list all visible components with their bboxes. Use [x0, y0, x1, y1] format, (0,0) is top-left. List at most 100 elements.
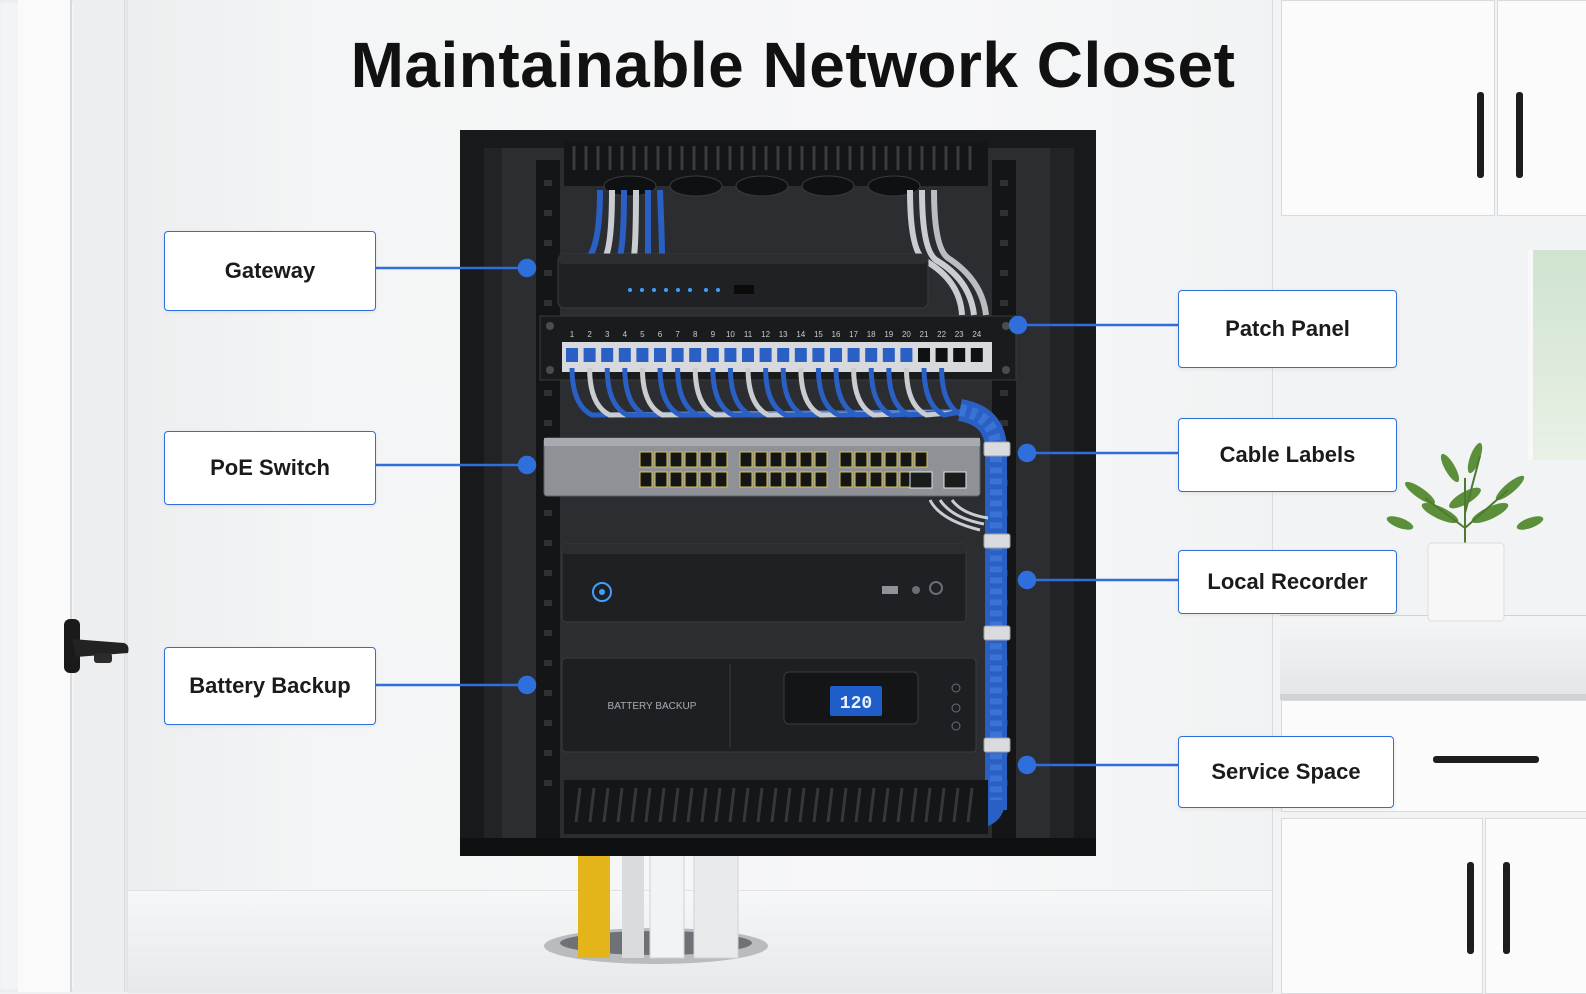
patch-port-number: 2 — [587, 330, 592, 339]
patch-port-number: 16 — [832, 330, 841, 339]
patch-port — [882, 348, 895, 362]
patch-port — [847, 348, 860, 362]
patch-port-number: 23 — [955, 330, 964, 339]
patch-cable — [710, 367, 961, 418]
patch-port — [865, 348, 878, 362]
poe-port — [754, 451, 768, 468]
patch-port-number: 10 — [726, 330, 735, 339]
poe-port — [839, 471, 853, 488]
poe-port — [654, 471, 668, 488]
patch-port-number: 5 — [640, 330, 645, 339]
patch-port — [900, 348, 913, 362]
poe-port — [799, 471, 813, 488]
patch-port — [812, 348, 825, 362]
patch-cable — [604, 367, 961, 418]
patch-port — [935, 348, 948, 362]
poe-port — [784, 471, 798, 488]
battery-display-value: 120 — [840, 694, 872, 714]
patch-cable — [763, 367, 961, 418]
poe-port — [714, 471, 728, 488]
kitchen-cabinets — [1272, 0, 1586, 994]
patch-port — [918, 348, 930, 362]
callout-cable-labels: Cable Labels — [1178, 418, 1397, 492]
patch-port-number: 22 — [937, 330, 946, 339]
patch-port — [759, 348, 772, 362]
poe-port — [899, 451, 913, 468]
battery-backup-label: BATTERY BACKUP — [608, 701, 697, 712]
patch-port — [777, 348, 790, 362]
patch-port — [636, 348, 649, 362]
poe-port — [699, 451, 713, 468]
patch-port — [566, 348, 578, 362]
patch-cable — [868, 367, 961, 418]
potted-plant — [1386, 442, 1544, 622]
poe-port — [854, 471, 868, 488]
poe-port — [654, 451, 668, 468]
patch-port — [953, 348, 966, 362]
poe-port — [669, 471, 683, 488]
patch-port-number: 15 — [814, 330, 823, 339]
poe-port — [684, 451, 698, 468]
patch-port-number: 17 — [849, 330, 858, 339]
poe-port — [869, 451, 883, 468]
countertop — [1280, 615, 1586, 700]
poe-port — [799, 451, 813, 468]
poe-port — [869, 471, 883, 488]
patch-port — [742, 348, 754, 362]
patch-port — [618, 348, 631, 362]
poe-port — [639, 471, 653, 488]
patch-cable — [815, 367, 961, 418]
patch-port — [706, 348, 719, 362]
patch-cable — [851, 367, 961, 418]
poe-port — [669, 451, 683, 468]
patch-cable — [587, 367, 961, 418]
patch-port-number: 14 — [796, 330, 805, 339]
patch-port-number: 3 — [605, 330, 610, 339]
patch-port-number: 1 — [570, 330, 575, 339]
door — [18, 0, 72, 992]
patch-port-number: 21 — [920, 330, 929, 339]
patch-port — [671, 348, 684, 362]
patch-port — [689, 348, 702, 362]
patch-cable — [692, 367, 961, 418]
patch-port-number: 6 — [658, 330, 663, 339]
callout-local-recorder: Local Recorder — [1178, 550, 1397, 614]
patch-port-number: 4 — [623, 330, 628, 339]
poe-port — [884, 451, 898, 468]
patch-cable — [639, 367, 961, 418]
poe-port — [839, 451, 853, 468]
patch-port-number: 20 — [902, 330, 911, 339]
patch-port-number: 8 — [693, 330, 698, 339]
patch-port-number: 9 — [711, 330, 716, 339]
patch-panel-ports — [566, 348, 983, 362]
patch-cable — [622, 367, 961, 418]
page-title: Maintainable Network Closet — [350, 29, 1236, 101]
poe-port — [814, 451, 828, 468]
poe-port — [739, 471, 753, 488]
patch-port-number: 12 — [761, 330, 770, 339]
patch-port — [970, 348, 983, 362]
poe-port — [639, 451, 653, 468]
poe-port — [769, 471, 783, 488]
patch-cable — [833, 367, 961, 418]
poe-port — [714, 451, 728, 468]
callout-battery-backup: Battery Backup — [164, 647, 376, 725]
poe-port — [914, 451, 928, 468]
callout-service-space: Service Space — [1178, 736, 1394, 808]
door-edge — [74, 0, 125, 992]
patch-cable — [745, 367, 961, 418]
poe-port — [784, 451, 798, 468]
patch-port — [583, 348, 596, 362]
patch-port-number: 7 — [675, 330, 680, 339]
patch-port — [794, 348, 807, 362]
patch-cable — [657, 367, 961, 418]
door-handle — [64, 619, 129, 673]
poe-switch-ports — [639, 451, 928, 488]
patch-cables — [569, 367, 968, 421]
poe-port — [814, 471, 828, 488]
patch-port — [830, 348, 842, 362]
callout-poe-switch: PoE Switch — [164, 431, 376, 505]
callout-patch-panel: Patch Panel — [1178, 290, 1397, 368]
